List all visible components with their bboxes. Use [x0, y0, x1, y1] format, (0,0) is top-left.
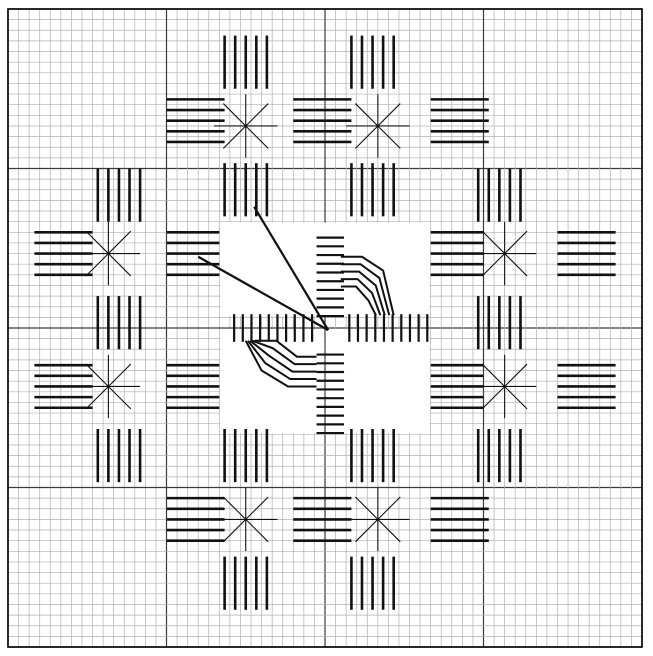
ground-area [220, 329, 324, 433]
